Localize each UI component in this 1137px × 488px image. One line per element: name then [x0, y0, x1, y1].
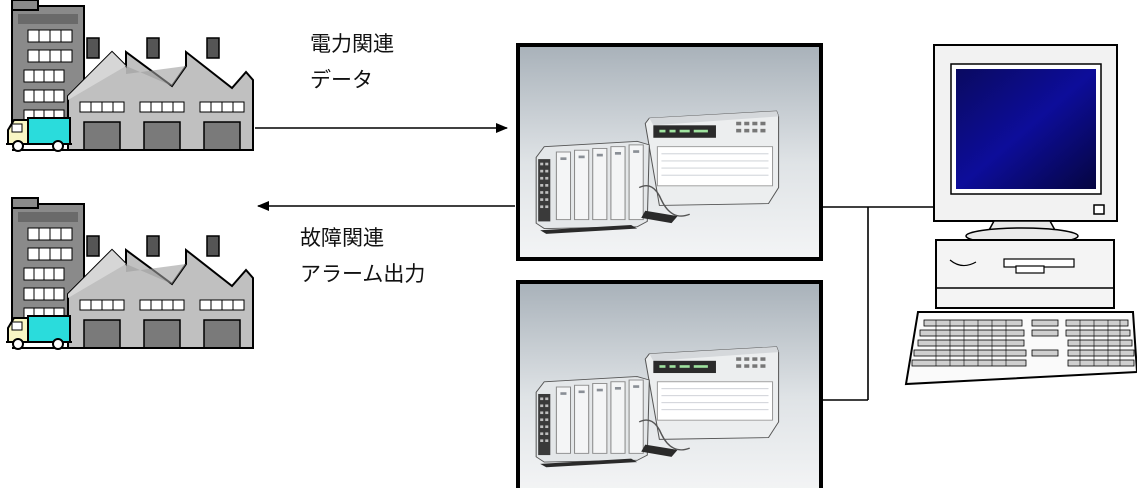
factory-top-icon [5, 0, 254, 152]
desktop-computer-icon [904, 44, 1137, 386]
label-power-data-line2: データ [310, 68, 373, 92]
recorder-bottom-image [516, 280, 823, 488]
label-fault-alarm: 故障関連 アラーム出力 [300, 220, 425, 292]
label-power-data-line1: 電力関連 [310, 32, 394, 56]
label-fault-alarm-line1: 故障関連 [300, 226, 384, 250]
recorder-top-image [516, 43, 823, 261]
label-power-data: 電力関連 データ [310, 26, 394, 98]
connection-lines [820, 206, 935, 401]
label-fault-alarm-line2: アラーム出力 [300, 262, 426, 286]
factory-bottom-icon [5, 197, 254, 350]
